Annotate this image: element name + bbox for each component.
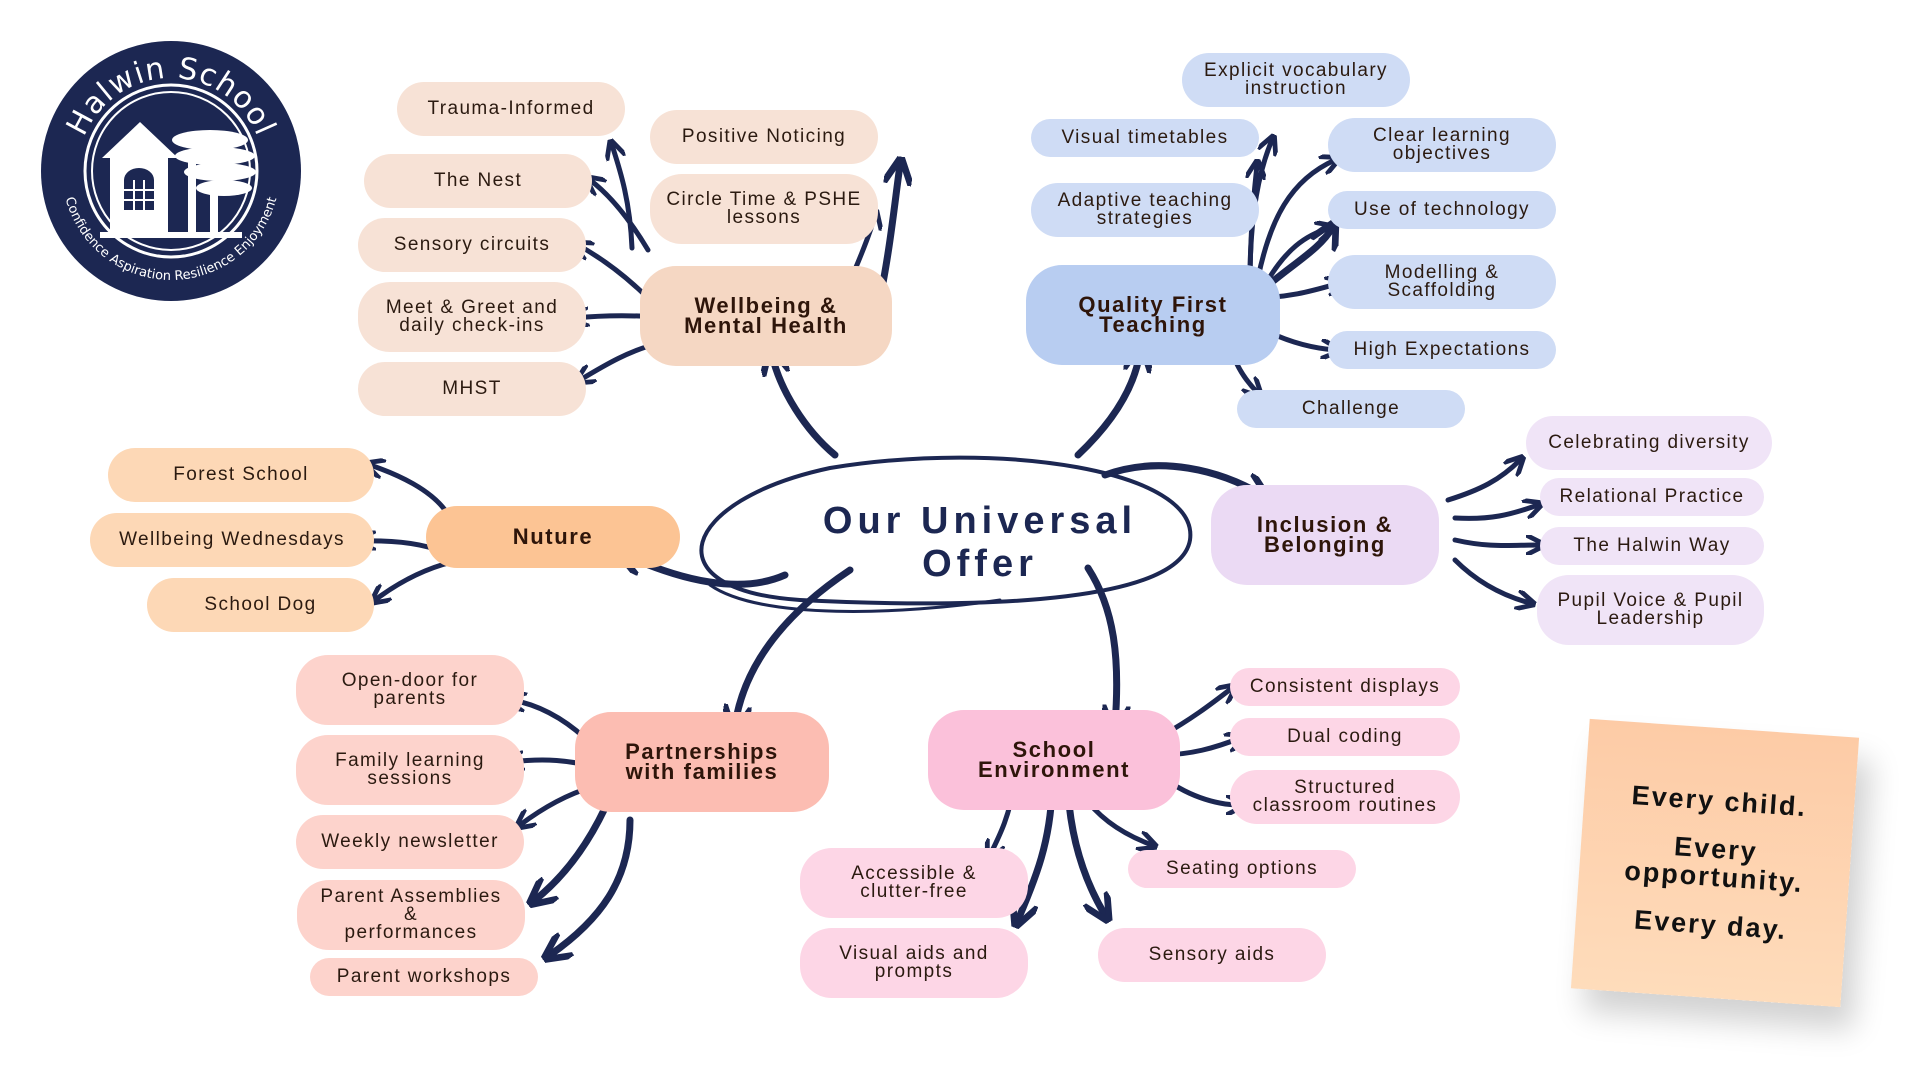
- title-ellipse-loop: [708, 583, 1002, 613]
- node-use-of-technology: Use of technology: [1328, 191, 1556, 229]
- node-celebrating-diversity: Celebrating diversity: [1526, 416, 1772, 470]
- node-meet-greet: Meet & Greet and daily check-ins: [358, 282, 586, 352]
- node-adaptive-teaching: Adaptive teaching strategies: [1031, 183, 1259, 237]
- tree-icon: [172, 130, 256, 234]
- node-circle-time: Circle Time & PSHE lessons: [650, 174, 878, 244]
- node-consistent-displays: Consistent displays: [1230, 668, 1460, 706]
- arrow-center-environment: [1084, 564, 1117, 725]
- sticky-note: Every child. Every opportunity. Every da…: [1570, 718, 1860, 1008]
- node-accessible: Accessible & clutter-free: [800, 848, 1028, 918]
- node-school-dog: School Dog: [147, 578, 374, 632]
- node-trauma-informed: Trauma-Informed: [397, 82, 625, 136]
- node-modelling: Modelling & Scaffolding: [1328, 255, 1556, 309]
- hub-nurture: Nuture: [426, 506, 680, 568]
- page-title: Our Universal Offer: [822, 500, 1138, 585]
- node-relational-practice: Relational Practice: [1540, 478, 1764, 516]
- node-visual-timetables: Visual timetables: [1031, 119, 1259, 157]
- arrow-center-wellbeing: [772, 355, 839, 459]
- node-visual-aids: Visual aids and prompts: [800, 928, 1028, 998]
- node-high-expectations: High Expectations: [1328, 331, 1556, 369]
- node-pupil-voice: Pupil Voice & Pupil Leadership: [1537, 575, 1764, 645]
- node-parent-assemblies: Parent Assemblies & performances: [297, 880, 525, 950]
- node-wellbeing-wednesdays: Wellbeing Wednesdays: [90, 513, 374, 567]
- hub-environment: School Environment: [928, 710, 1180, 810]
- node-parent-workshops: Parent workshops: [310, 958, 538, 996]
- node-halwin-way: The Halwin Way: [1540, 527, 1764, 565]
- school-logo: Halwin School Confidence Aspiration Resi…: [41, 41, 301, 301]
- node-seating-options: Seating options: [1128, 850, 1356, 888]
- arrow-center-partnerships: [735, 566, 854, 725]
- node-positive-noticing: Positive Noticing: [650, 110, 878, 164]
- hub-partnerships: Partnerships with families: [575, 712, 829, 812]
- sticky-line-1: Every child.: [1630, 780, 1808, 823]
- arrow-center-qft: [1074, 352, 1140, 459]
- node-weekly-newsletter: Weekly newsletter: [296, 815, 524, 869]
- node-structured-routines: Structured classroom routines: [1230, 770, 1460, 824]
- node-mhst: MHST: [358, 362, 586, 416]
- node-family-learning: Family learning sessions: [296, 735, 524, 805]
- node-forest-school: Forest School: [108, 448, 374, 502]
- sticky-line-3: Every day.: [1633, 904, 1789, 946]
- node-sensory-aids: Sensory aids: [1098, 928, 1326, 982]
- hub-inclusion: Inclusion & Belonging: [1211, 485, 1439, 585]
- node-clear-objectives: Clear learning objectives: [1328, 118, 1556, 172]
- node-dual-coding: Dual coding: [1230, 718, 1460, 756]
- node-explicit-vocab: Explicit vocabulary instruction: [1182, 53, 1410, 107]
- node-open-door: Open-door for parents: [296, 655, 524, 725]
- node-sensory-circuits: Sensory circuits: [358, 218, 586, 272]
- sticky-line-2: Every opportunity.: [1623, 831, 1805, 899]
- node-challenge: Challenge: [1237, 390, 1465, 428]
- school-building-icon: [102, 122, 178, 234]
- hub-wellbeing: Wellbeing & Mental Health: [640, 266, 892, 366]
- hub-qft: Quality First Teaching: [1026, 265, 1280, 365]
- node-the-nest: The Nest: [364, 154, 592, 208]
